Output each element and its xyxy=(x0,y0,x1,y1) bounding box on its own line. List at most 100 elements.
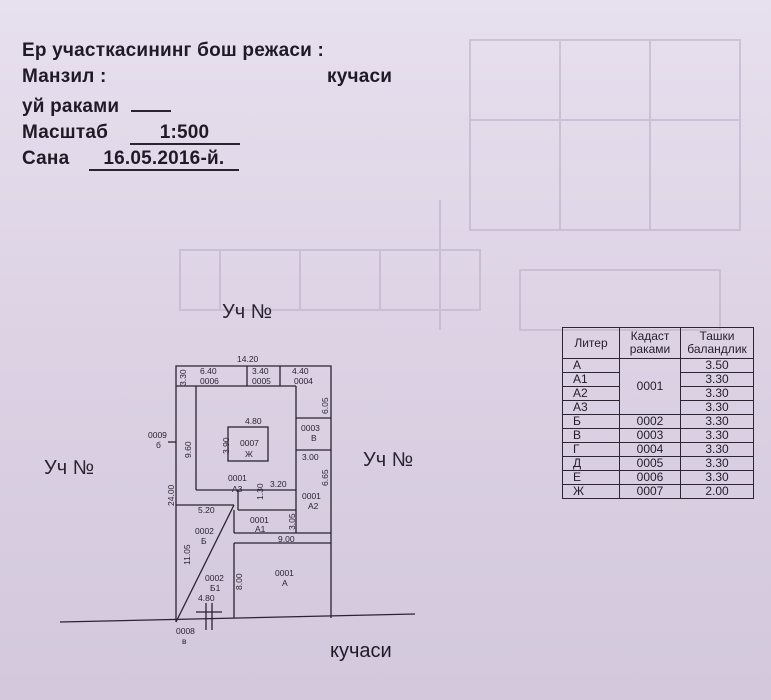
street-label-bottom: кучаси xyxy=(330,640,392,662)
code-a1-lit: А1 xyxy=(255,524,266,534)
plot-boundary xyxy=(175,365,332,622)
dim-b-h: 11.05 xyxy=(182,544,192,565)
legend-cadastre: 0001 xyxy=(619,358,681,415)
legend-height: 3.30 xyxy=(680,470,754,485)
code-a3-lit: А3 xyxy=(232,484,243,494)
dim-left-short: 3.30 xyxy=(178,369,188,386)
legend-cadastre: 0007 xyxy=(619,484,681,499)
legend-header-height-text: Ташки баландлик xyxy=(687,329,747,356)
scale-line: Масштаб 1:500 xyxy=(22,122,240,145)
dim-left-long: 24.00 xyxy=(166,484,176,506)
code-a1-num: 0001 xyxy=(250,515,269,525)
table-row: Б 0002 3.30 xyxy=(562,414,754,429)
legend-header-liter: Литер xyxy=(562,327,620,359)
scale-label: Масштаб xyxy=(22,122,109,143)
neighbor-top-label: Уч № xyxy=(222,301,272,323)
code-v-lit: В xyxy=(311,433,317,443)
dim-gate-w: 4.80 xyxy=(198,593,215,603)
dim-a-h: 8.00 xyxy=(234,573,244,590)
code-a2-lit: А2 xyxy=(308,501,319,511)
legend-height: 3.30 xyxy=(680,442,754,457)
legend-height: 3.30 xyxy=(680,372,754,387)
code-b1-lit: Б1 xyxy=(210,583,221,593)
dim-top-total: 14.20 xyxy=(237,354,259,364)
legend-height: 3.30 xyxy=(680,386,754,401)
code-e-num: 0006 xyxy=(200,376,219,386)
code-zh-num: 0007 xyxy=(240,438,259,448)
legend-liter: Б xyxy=(562,414,620,429)
code-a-lit: А xyxy=(282,578,288,588)
neighbor-left-label: Уч № xyxy=(44,457,94,479)
code-b0-num: 0009 xyxy=(148,430,167,440)
diagonal-boundary xyxy=(175,504,235,623)
dim-a-w: 9.00 xyxy=(278,534,295,544)
legend-liter: Е xyxy=(562,470,620,485)
code-d-num: 0005 xyxy=(252,376,271,386)
document-title: Ер участкасининг бош режаси : xyxy=(22,40,325,61)
legend-height: 3.30 xyxy=(680,428,754,443)
neighbor-right-label: Уч № xyxy=(363,449,413,471)
legend-header-row: Литер Кадаст раками Ташки баландлик xyxy=(562,327,754,359)
street-label: кучаси xyxy=(327,66,393,87)
code-v-num: 0003 xyxy=(301,423,320,433)
dim-a3-w: 3.20 xyxy=(270,479,287,489)
code-v0-num: 0008 xyxy=(176,626,195,636)
code-g-num: 0004 xyxy=(294,376,313,386)
table-row: Г 0004 3.30 xyxy=(562,442,754,457)
table-row: А 0001 3.50 xyxy=(562,358,754,415)
table-row: В 0003 3.30 xyxy=(562,428,754,443)
legend-liter: А2 xyxy=(562,386,620,401)
legend-height: 3.30 xyxy=(680,414,754,429)
dim-inner-w: 4.80 xyxy=(245,416,262,426)
code-v0-lit: в xyxy=(182,636,187,646)
legend-liter: В xyxy=(562,428,620,443)
legend-cadastre: 0004 xyxy=(619,442,681,457)
house-value xyxy=(130,110,171,112)
code-b-lit: Б xyxy=(201,536,207,546)
dim-d3: 4.40 xyxy=(292,366,309,376)
table-row: Д 0005 3.30 xyxy=(562,456,754,471)
code-zh-lit: Ж xyxy=(245,449,253,459)
code-b0-lit: б xyxy=(156,440,161,450)
dim-d2: 3.40 xyxy=(252,366,269,376)
date-label: Сана xyxy=(22,148,70,169)
dim-left-mid: 9.60 xyxy=(183,441,193,458)
house-line: уй раками xyxy=(22,96,171,118)
legend-liter: А3 xyxy=(562,400,620,415)
dim-right-top: 6.05 xyxy=(320,397,330,414)
scale-value: 1:500 xyxy=(129,123,240,145)
legend-height: 3.30 xyxy=(680,400,754,415)
legend-height: 3.30 xyxy=(680,456,754,471)
inner-building xyxy=(227,426,269,462)
table-row: А2 3.30 xyxy=(562,386,754,401)
legend-liter: Ж xyxy=(562,484,620,499)
date-value: 16.05.2016-й. xyxy=(88,149,239,171)
table-row: А1 3.30 xyxy=(562,372,754,387)
house-label: уй раками xyxy=(22,96,120,117)
dim-d1: 6.40 xyxy=(200,366,217,376)
code-b-num: 0002 xyxy=(195,526,214,536)
legend-liter: А1 xyxy=(562,372,620,387)
legend-cadastre: 0003 xyxy=(619,428,681,443)
legend-liter: Д xyxy=(562,456,620,471)
dim-right-mid: 3.00 xyxy=(302,452,319,462)
table-row: Е 0006 3.30 xyxy=(562,470,754,485)
legend-header-cadastre: Кадаст раками xyxy=(619,327,681,359)
dim-right-low: 6.65 xyxy=(320,469,330,486)
legend-header-cadastre-text: Кадаст раками xyxy=(629,329,671,356)
date-line: Сана 16.05.2016-й. xyxy=(22,148,239,171)
dim-a3-h: 1.30 xyxy=(255,483,265,500)
street-line xyxy=(59,613,416,623)
dim-inner-h: 3.90 xyxy=(221,437,231,454)
legend-header-height: Ташки баландлик xyxy=(680,327,754,359)
table-row: Ж 0007 2.00 xyxy=(562,484,754,499)
address-line: Манзил : кучаси xyxy=(22,66,392,88)
legend-height: 3.50 xyxy=(680,358,754,373)
legend-cadastre: 0002 xyxy=(619,414,681,429)
legend-cadastre: 0005 xyxy=(619,456,681,471)
legend-liter: А xyxy=(562,358,620,373)
legend-liter: Г xyxy=(562,442,620,457)
dim-a1-h: 3.05 xyxy=(287,513,297,530)
building-legend-table: Литер Кадаст раками Ташки баландлик А 00… xyxy=(562,327,754,499)
legend-cadastre: 0006 xyxy=(619,470,681,485)
